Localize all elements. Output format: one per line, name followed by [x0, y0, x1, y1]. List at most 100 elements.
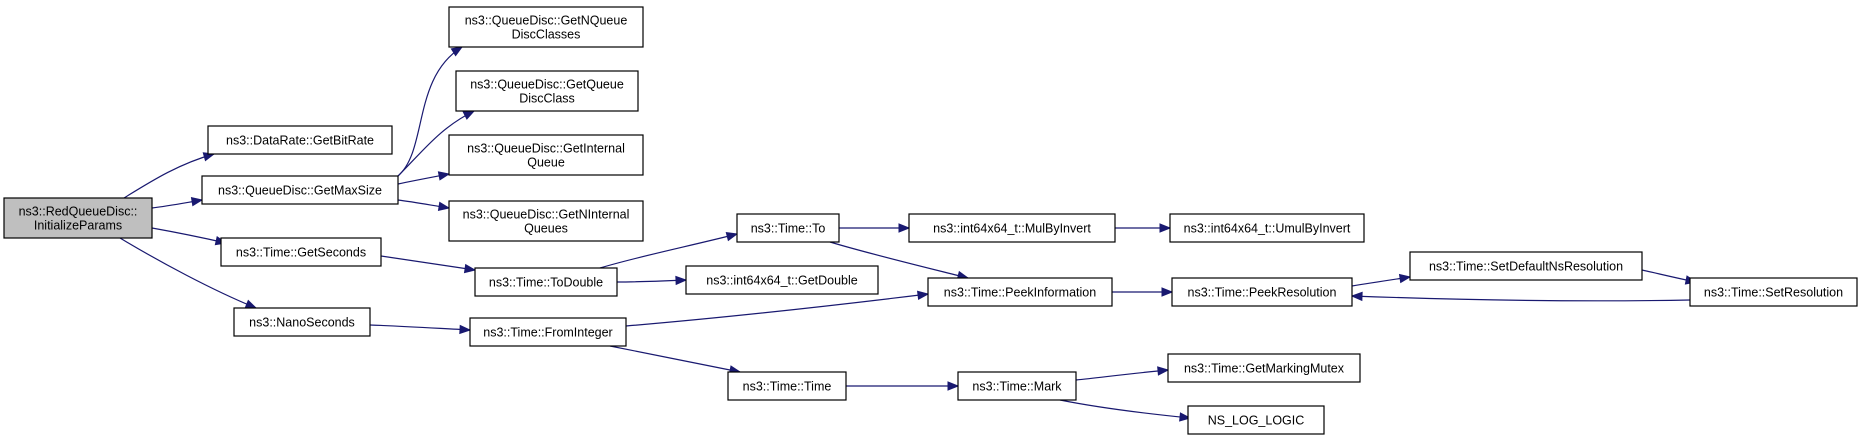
node-label: ns3::Time::To: [751, 222, 826, 236]
node-label: ns3::int64x64_t::GetDouble: [706, 274, 858, 288]
edge-frominteger-to-peekinformation: [625, 290, 930, 327]
node-label: ns3::QueueDisc::GetInternal: [467, 142, 625, 156]
edge-arrowhead: [463, 263, 477, 274]
node-box: [1187, 405, 1325, 435]
edge-timetime-to-mark: [846, 381, 960, 391]
node-label: ns3::Time::ToDouble: [489, 276, 603, 290]
node-umulbyinvert[interactable]: ns3::int64x64_t::UmulByInvert: [1169, 213, 1365, 243]
node-timetime[interactable]: ns3::Time::Time: [727, 371, 847, 401]
edge-arrowhead: [1157, 366, 1170, 376]
node-box: [207, 125, 393, 155]
node-box: [1169, 213, 1365, 243]
edge-root-to-getmaxsize: [151, 197, 204, 209]
node-label: ns3::Time::GetSeconds: [236, 246, 366, 260]
node-box: [220, 237, 382, 267]
node-mark[interactable]: ns3::Time::Mark: [957, 371, 1077, 401]
edge-arrowhead: [459, 324, 472, 335]
edge-line: [119, 237, 257, 309]
node-label: ns3::int64x64_t::MulByInvert: [933, 222, 1091, 236]
edge-line: [829, 241, 969, 279]
edge-arrowhead: [1350, 291, 1363, 302]
node-box: [455, 70, 639, 112]
edge-line: [609, 345, 741, 373]
edge-arrowhead: [450, 46, 464, 57]
node-box: [448, 134, 644, 176]
node-label: ns3::Time::Time: [743, 380, 832, 394]
edge-todouble-to-getdouble: [616, 275, 688, 286]
edge-arrowhead: [244, 299, 258, 309]
node-label: ns3::Time::Mark: [972, 380, 1062, 394]
node-getbitrate[interactable]: ns3::DataRate::GetBitRate: [207, 125, 393, 155]
node-box: [474, 267, 618, 297]
node-box: [469, 317, 627, 347]
node-box: [448, 200, 644, 242]
node-label: ns3::QueueDisc::GetQueue: [470, 78, 624, 92]
node-frominteger[interactable]: ns3::Time::FromInteger: [469, 317, 627, 347]
node-label: ns3::Time::PeekResolution: [1188, 286, 1337, 300]
node-label: NS_LOG_LOGIC: [1208, 414, 1305, 428]
node-box: [1409, 251, 1643, 281]
node-label: ns3::Time::GetMarkingMutex: [1184, 362, 1345, 376]
node-getmarkingmutex[interactable]: ns3::Time::GetMarkingMutex: [1167, 353, 1361, 383]
node-setresolution[interactable]: ns3::Time::SetResolution: [1689, 277, 1858, 307]
edge-getmaxsize-to-getinternalqueue: [397, 171, 451, 185]
edge-line: [397, 46, 463, 177]
edge-frominteger-to-timetime: [609, 345, 742, 375]
node-box: [736, 213, 840, 243]
node-label: DiscClasses: [512, 28, 581, 42]
node-box: [201, 175, 399, 205]
node-box: [1689, 277, 1858, 307]
node-label: Queue: [527, 156, 565, 170]
edge-line: [380, 255, 476, 271]
node-getmaxsize[interactable]: ns3::QueueDisc::GetMaxSize: [201, 175, 399, 205]
edge-line: [1351, 295, 1691, 302]
node-box: [908, 213, 1116, 243]
node-root[interactable]: ns3::RedQueueDisc::InitializeParams: [3, 197, 153, 239]
node-nanoseconds[interactable]: ns3::NanoSeconds: [233, 307, 371, 337]
node-label: ns3::DataRate::GetBitRate: [226, 134, 374, 148]
edge-to-to-mulbyinvert: [839, 223, 911, 233]
edge-arrowhead: [1398, 273, 1412, 284]
edge-arrowhead: [947, 381, 960, 391]
edge-setresolution-to-peekresolution: [1350, 291, 1691, 302]
edge-mark-to-nsloglogic: [1059, 399, 1192, 422]
node-nsloglogic[interactable]: NS_LOG_LOGIC: [1187, 405, 1325, 435]
node-label: ns3::Time::FromInteger: [483, 326, 612, 340]
edge-mark-to-getmarkingmutex: [1075, 366, 1170, 381]
edge-root-to-getseconds: [151, 227, 228, 246]
node-label: DiscClass: [519, 92, 575, 106]
edge-arrowhead: [462, 110, 476, 120]
node-mulbyinvert[interactable]: ns3::int64x64_t::MulByInvert: [908, 213, 1116, 243]
edge-line: [1075, 369, 1169, 381]
node-to[interactable]: ns3::Time::To: [736, 213, 840, 243]
edge-line: [369, 324, 471, 331]
node-box: [685, 265, 879, 295]
node-peekinformation[interactable]: ns3::Time::PeekInformation: [927, 277, 1113, 307]
node-getdouble[interactable]: ns3::int64x64_t::GetDouble: [685, 265, 879, 295]
edge-nanoseconds-to-frominteger: [369, 324, 472, 335]
node-peekresolution[interactable]: ns3::Time::PeekResolution: [1171, 277, 1353, 307]
nodes-layer: ns3::RedQueueDisc::InitializeParamsns3::…: [3, 6, 1858, 435]
node-todouble[interactable]: ns3::Time::ToDouble: [474, 267, 618, 297]
edge-getmaxsize-to-getnqueuediscclasses: [397, 46, 464, 177]
edge-line: [625, 293, 929, 327]
node-label: InitializeParams: [34, 219, 122, 233]
edge-arrowhead: [1159, 223, 1172, 233]
edge-root-to-nanoseconds: [119, 237, 258, 309]
node-label: ns3::NanoSeconds: [249, 316, 355, 330]
node-setdefaultnsresolution[interactable]: ns3::Time::SetDefaultNsResolution: [1409, 251, 1643, 281]
edge-line: [1059, 399, 1191, 419]
edge-line: [123, 153, 215, 199]
edge-peekresolution-to-setdefaultnsresolution: [1351, 273, 1412, 287]
edge-peekinformation-to-peekresolution: [1112, 287, 1174, 297]
edge-getmaxsize-to-getqueuediscclass: [397, 110, 476, 177]
node-box: [3, 197, 153, 239]
node-getseconds[interactable]: ns3::Time::GetSeconds: [220, 237, 382, 267]
edge-arrowhead: [675, 275, 688, 286]
node-label: ns3::int64x64_t::UmulByInvert: [1184, 222, 1351, 236]
